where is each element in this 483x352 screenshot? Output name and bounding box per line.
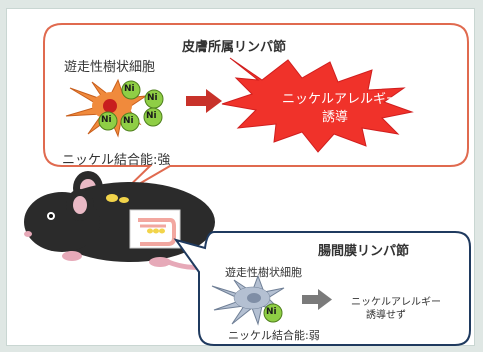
ni-label: Ni: [124, 84, 135, 94]
ni-label: Ni: [147, 93, 158, 103]
allergy-burst: [221, 57, 414, 153]
no-induce-arrow: [302, 289, 332, 310]
gut-cell-label: 遊走性樹状細胞: [225, 266, 302, 279]
allergy-not-induced-line2: 誘導せず: [366, 310, 406, 321]
ni-label: Ni: [266, 307, 277, 317]
skin-dendritic-cell: [65, 78, 147, 138]
gut-cell-nucleus: [247, 293, 261, 303]
induce-arrow: [186, 89, 222, 113]
skin-cell-label: 遊走性樹状細胞: [64, 60, 156, 75]
gut-binding-label: ニッケル結合能:弱: [228, 329, 320, 342]
allergy-not-induced-line1: ニッケルアレルギー: [351, 297, 441, 308]
ni-label: Ni: [123, 116, 134, 126]
skin-lymph-node: [106, 194, 118, 202]
mouse-nose: [24, 231, 32, 237]
gut-callout-box: [173, 231, 471, 346]
allergy-induced-line2: 誘導: [322, 110, 349, 125]
mouse-paw-front: [62, 251, 82, 261]
ni-ball-gut: [263, 303, 283, 323]
mouse-paw-back: [149, 257, 171, 267]
mouse-illustration: [24, 171, 403, 284]
skin-lymph-node-title: 皮膚所属リンパ節: [182, 40, 287, 55]
ni-label: Ni: [146, 111, 157, 121]
cell-nucleus: [103, 99, 117, 113]
gut-dendritic-cell: [211, 274, 285, 326]
skin-binding-label: ニッケル結合能:強: [62, 153, 171, 168]
mesenteric-lymph-node: [147, 228, 153, 234]
gut-lymph-node-title: 腸間膜リンパ節: [318, 244, 410, 259]
allergy-induced-line1: ニッケルアレルギー: [282, 92, 400, 107]
ni-label: Ni: [101, 115, 112, 125]
ni-ball-group-skin: [98, 80, 164, 132]
